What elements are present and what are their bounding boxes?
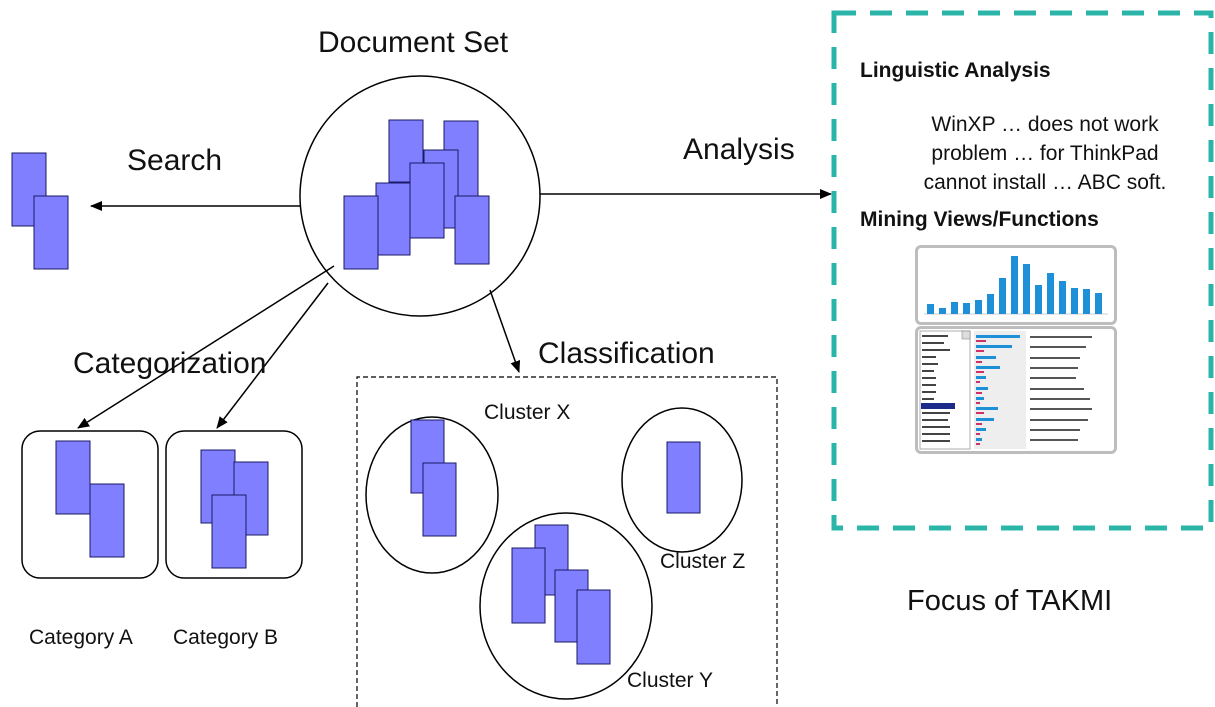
category-a-arrow — [77, 265, 335, 429]
category-b-label: Category B — [173, 626, 279, 649]
mini-bar-chart — [924, 256, 1108, 315]
search-result-docs — [11, 152, 69, 270]
document-set-docs — [343, 119, 490, 270]
document-set-title: Document Set — [318, 26, 509, 59]
mining-list-thumbnail — [915, 326, 1117, 454]
mining-heading: Mining Views/Functions — [860, 208, 1099, 231]
classification-label: Classification — [538, 337, 715, 370]
category-a-label: Category A — [29, 626, 133, 649]
category-b-docs — [200, 449, 269, 569]
cluster-z-label: Cluster Z — [660, 550, 746, 573]
focus-panel-border — [831, 10, 1214, 531]
category-a-docs — [55, 440, 125, 558]
mini-list-view — [919, 330, 1092, 450]
cluster-y-label: Cluster Y — [627, 669, 713, 692]
cluster-y-docs — [511, 524, 611, 665]
linguistic-line: problem … for ThinkPad — [931, 142, 1159, 165]
linguistic-line: cannot install … ABC soft. — [923, 171, 1167, 194]
mining-chart-thumbnail — [915, 245, 1117, 325]
cluster-x-docs — [410, 419, 457, 537]
cluster-x-label: Cluster X — [484, 401, 571, 424]
linguistic-heading: Linguistic Analysis — [860, 59, 1051, 82]
analysis-label: Analysis — [683, 133, 795, 166]
category-b-arrow — [216, 282, 329, 429]
cluster-z-doc — [666, 441, 701, 514]
linguistic-example: WinXP … does not work problem … for Thin… — [889, 110, 1201, 197]
classification-box — [356, 376, 778, 707]
search-label: Search — [127, 144, 223, 177]
focus-caption: Focus of TAKMI — [907, 585, 1113, 617]
linguistic-line: WinXP … does not work — [931, 113, 1159, 136]
categorization-label: Categorization — [73, 347, 267, 380]
classification-arrow — [489, 289, 521, 373]
